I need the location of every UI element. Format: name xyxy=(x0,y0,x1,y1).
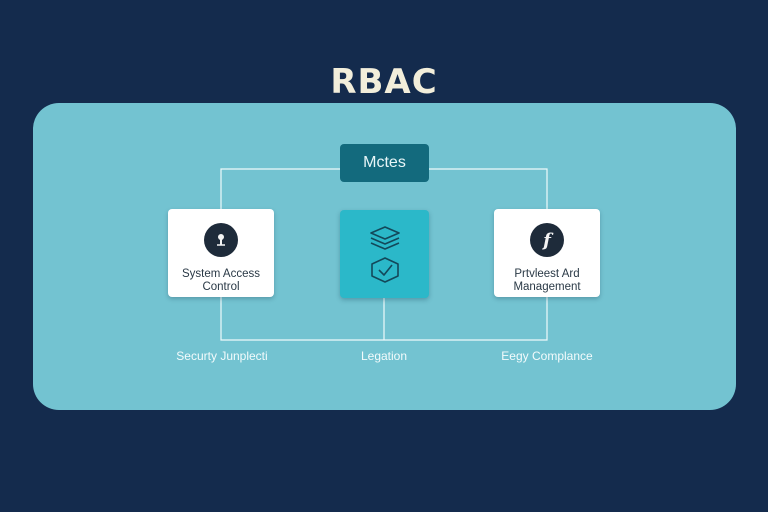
diagram-title: RBAC xyxy=(330,62,438,102)
connector-bottom xyxy=(220,297,548,341)
card-system-access-control: System Access Control xyxy=(168,209,274,297)
card-label: Prtvleest Ard Management xyxy=(494,268,600,294)
caption-left: Securty Junplecti xyxy=(176,349,268,363)
center-card xyxy=(340,210,429,298)
stack-icon xyxy=(370,226,400,250)
checkmark-shield-icon xyxy=(371,257,399,283)
caption-right: Eegy Complance xyxy=(501,349,593,363)
card-label-line2: Control xyxy=(202,281,240,293)
f-icon: f xyxy=(530,223,564,257)
card-label-line1: System Access xyxy=(182,268,260,280)
card-privileges-management: f Prtvleest Ard Management xyxy=(494,209,600,297)
card-label-line1: Prtvleest Ard xyxy=(514,268,580,280)
pin-icon xyxy=(204,223,238,257)
header-box: Mctes xyxy=(340,144,429,182)
caption-center: Legation xyxy=(360,349,408,363)
card-label-line2: Management xyxy=(513,281,581,293)
connector-top xyxy=(220,168,548,209)
card-label: System Access Control xyxy=(168,268,274,294)
